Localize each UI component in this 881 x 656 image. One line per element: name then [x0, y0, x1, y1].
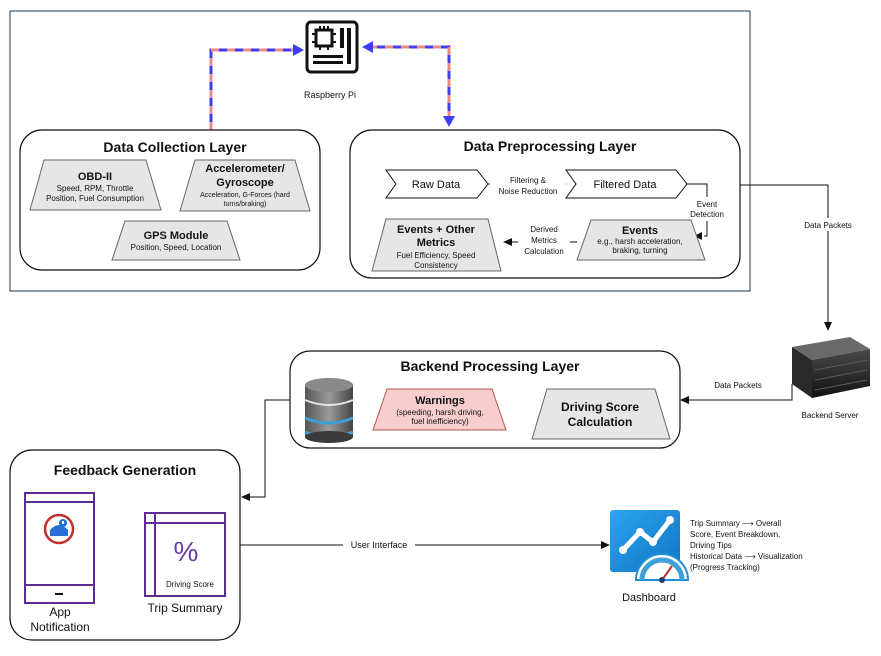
event-detection-label-2: Detection — [690, 210, 724, 219]
pi-link-left — [209, 44, 304, 130]
warnings-line1: (speeding, harsh driving, — [396, 408, 484, 417]
score-line1: Driving Score — [561, 400, 639, 414]
gps-module-block: GPS Module Position, Speed, Location — [111, 220, 241, 261]
data-preprocessing-title: Data Preprocessing Layer — [464, 138, 637, 154]
events-block: Events e.g., harsh acceleration, braking… — [576, 219, 706, 261]
dashboard-desc-1: Trip Summary ⟶ Overall — [690, 519, 781, 528]
data-packets-label-2-bg — [708, 378, 768, 391]
event-detection-label-bg — [686, 197, 728, 221]
feedback-title: Feedback Generation — [54, 462, 196, 478]
events-line1: e.g., harsh acceleration, — [597, 237, 682, 246]
database-icon — [304, 378, 354, 443]
metrics-title1: Events + Other — [397, 224, 476, 236]
dashboard-chart-icon — [610, 510, 690, 583]
percent-icon: % — [144, 512, 226, 597]
dashboard-desc-2: Score, Event Breakdown, — [690, 530, 780, 539]
metrics-title2: Metrics — [417, 237, 456, 249]
gps-line1: Position, Speed, Location — [131, 243, 222, 252]
gps-title: GPS Module — [144, 230, 209, 242]
dashboard-desc-3: Driving Tips — [690, 541, 732, 550]
data-collection-title: Data Collection Layer — [103, 139, 247, 155]
dashboard-desc-5: (Progress Tracking) — [690, 563, 760, 572]
warnings-line2: fuel inefficiency) — [411, 417, 469, 426]
events-title: Events — [622, 225, 658, 237]
derived-label-1: Derived — [530, 225, 558, 234]
svg-text:%: % — [174, 536, 199, 567]
pi-link-right — [362, 41, 455, 127]
raw-data-label: Raw Data — [412, 179, 461, 191]
event-detection-arrowhead — [694, 232, 702, 240]
dashboard-label: Dashboard — [622, 592, 676, 604]
accelerometer-block: Accelerometer/ Gyroscope Acceleration, G… — [179, 159, 311, 212]
metrics-line1: Fuel Efficiency, Speed — [397, 251, 476, 260]
user-interface-label-bg — [343, 538, 415, 551]
events-line2: braking, turning — [612, 246, 667, 255]
phone-notification-icon — [24, 492, 95, 604]
data-packets-label-2: Data Packets — [714, 381, 762, 390]
obd-ii-block: OBD-II Speed, RPM, Throttle Position, Fu… — [29, 159, 162, 211]
accel-line1: Acceleration, G-Forces (hard — [200, 192, 290, 199]
backend-to-feedback-arrow — [241, 399, 290, 501]
events-metrics-block: Events + Other Metrics Fuel Efficiency, … — [371, 218, 502, 272]
derived-label-bg — [518, 224, 570, 258]
backend-server-label: Backend Server — [802, 411, 859, 420]
driving-score-block: Driving Score Calculation — [531, 388, 671, 440]
trip-summary-label: Trip Summary — [148, 601, 223, 615]
warnings-title: Warnings — [415, 395, 465, 407]
obd-line2: Position, Fuel Consumption — [46, 194, 144, 203]
raspberry-pi-label: Raspberry Pi — [304, 90, 356, 100]
derived-label-2: Metrics — [531, 236, 557, 245]
event-detection-label-1: Event — [697, 200, 718, 209]
obd-title: OBD-II — [78, 171, 112, 183]
data-packets-arrow-1 — [740, 184, 832, 331]
data-packets-arrow-2 — [680, 384, 793, 404]
user-interface-label: User Interface — [351, 540, 408, 550]
warnings-block: Warnings (speeding, harsh driving, fuel … — [372, 388, 507, 431]
filtering-label-1: Filtering & — [510, 176, 547, 185]
accel-line2: turns/braking) — [224, 201, 267, 208]
obd-line1: Speed, RPM, Throttle — [57, 184, 134, 193]
derived-label-3: Calculation — [524, 247, 564, 256]
dashboard-desc-4: Historical Data ⟶ Visualization — [690, 552, 803, 561]
app-label-2: Notification — [30, 620, 89, 634]
accel-title1: Accelerometer/ — [205, 163, 285, 175]
driving-score-label: Driving Score — [166, 580, 215, 589]
raspberry-pi-chip-icon — [305, 20, 359, 74]
server-icon — [792, 337, 870, 398]
edge-device-frame — [9, 10, 751, 292]
filtering-label-2: Noise Reduction — [499, 187, 558, 196]
metrics-line2: Consistency — [414, 261, 458, 270]
filtered-data-node: Filtered Data — [565, 169, 688, 199]
filtered-data-label: Filtered Data — [594, 179, 658, 191]
filter-label-bg — [490, 175, 566, 197]
app-label-1: App — [49, 605, 71, 619]
raw-data-node: Raw Data — [385, 169, 489, 199]
data-packets-label-1: Data Packets — [804, 221, 852, 230]
backend-title: Backend Processing Layer — [401, 358, 581, 374]
data-packets-label-1-bg — [797, 218, 859, 231]
accel-title2: Gyroscope — [216, 177, 273, 189]
score-line2: Calculation — [568, 415, 633, 429]
